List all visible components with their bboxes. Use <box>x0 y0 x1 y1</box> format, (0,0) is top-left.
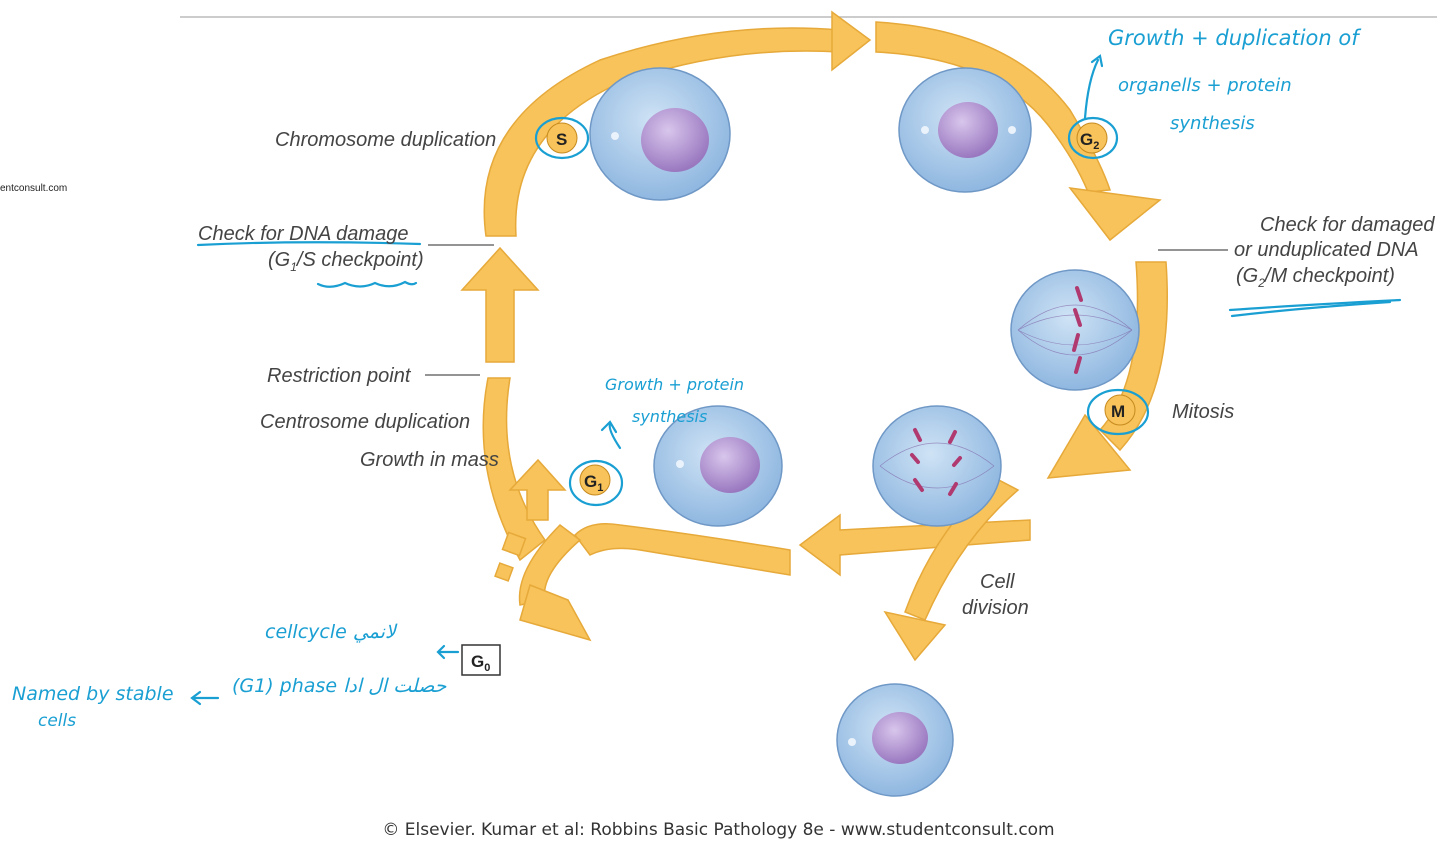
phase-m-label: M <box>1111 402 1125 421</box>
cell-daughter <box>837 684 953 796</box>
side-watermark-text: entconsult.com <box>0 183 67 194</box>
note-stable-line1: Named by stable <box>12 684 174 706</box>
note-g2-line3: synthesis <box>1170 114 1255 135</box>
arrow-to-g0-head <box>520 585 590 640</box>
label-mitosis: Mitosis <box>1172 400 1234 424</box>
note-g2-line1: Growth + duplication of <box>1108 26 1359 50</box>
label-cell: Cell <box>980 570 1014 594</box>
note-stable-line2: cells <box>38 712 76 732</box>
arrow-division-down-head <box>885 612 945 660</box>
note-g2-line2: organells + protein <box>1118 76 1292 97</box>
note-g1-line1: Growth + protein <box>605 376 744 394</box>
arrow-g1-bottom <box>575 524 790 575</box>
arrow-g0-dash-2 <box>495 563 513 581</box>
phase-s-label: S <box>556 130 567 149</box>
label-check-dna-line1: Check for DNA damage <box>198 222 408 246</box>
note-g1-line2: synthesis <box>632 408 707 426</box>
note-g0-line2: (G1) phase حصلت ال ادا <box>232 676 446 698</box>
footer-citation: © Elsevier. Kumar et al: Robbins Basic P… <box>0 820 1437 840</box>
arrow-division-left <box>800 515 1030 575</box>
note-g0-line1: cellcycle لانمي <box>265 622 396 644</box>
label-check-damaged-line1: Check for damaged <box>1260 213 1435 237</box>
arrow-g2-head <box>1070 188 1160 240</box>
label-chromosome-duplication: Chromosome duplication <box>275 128 496 152</box>
cell-s-phase <box>590 68 730 200</box>
label-check-dna-line2: (G1/S checkpoint) <box>268 248 424 274</box>
arrow-s-head <box>832 12 870 70</box>
label-check-damaged-line2: or unduplicated DNA <box>1234 238 1419 262</box>
cell-metaphase <box>1011 270 1139 390</box>
cell-anaphase <box>873 406 1001 526</box>
arrow-left-up <box>462 248 538 362</box>
label-centrosome-duplication: Centrosome duplication <box>260 410 470 434</box>
cell-g2-phase <box>899 68 1031 192</box>
label-check-damaged-line3: (G2/M checkpoint) <box>1236 264 1395 290</box>
label-growth-in-mass: Growth in mass <box>360 448 499 472</box>
label-restriction-point: Restriction point <box>267 364 410 388</box>
label-division: division <box>962 596 1029 620</box>
